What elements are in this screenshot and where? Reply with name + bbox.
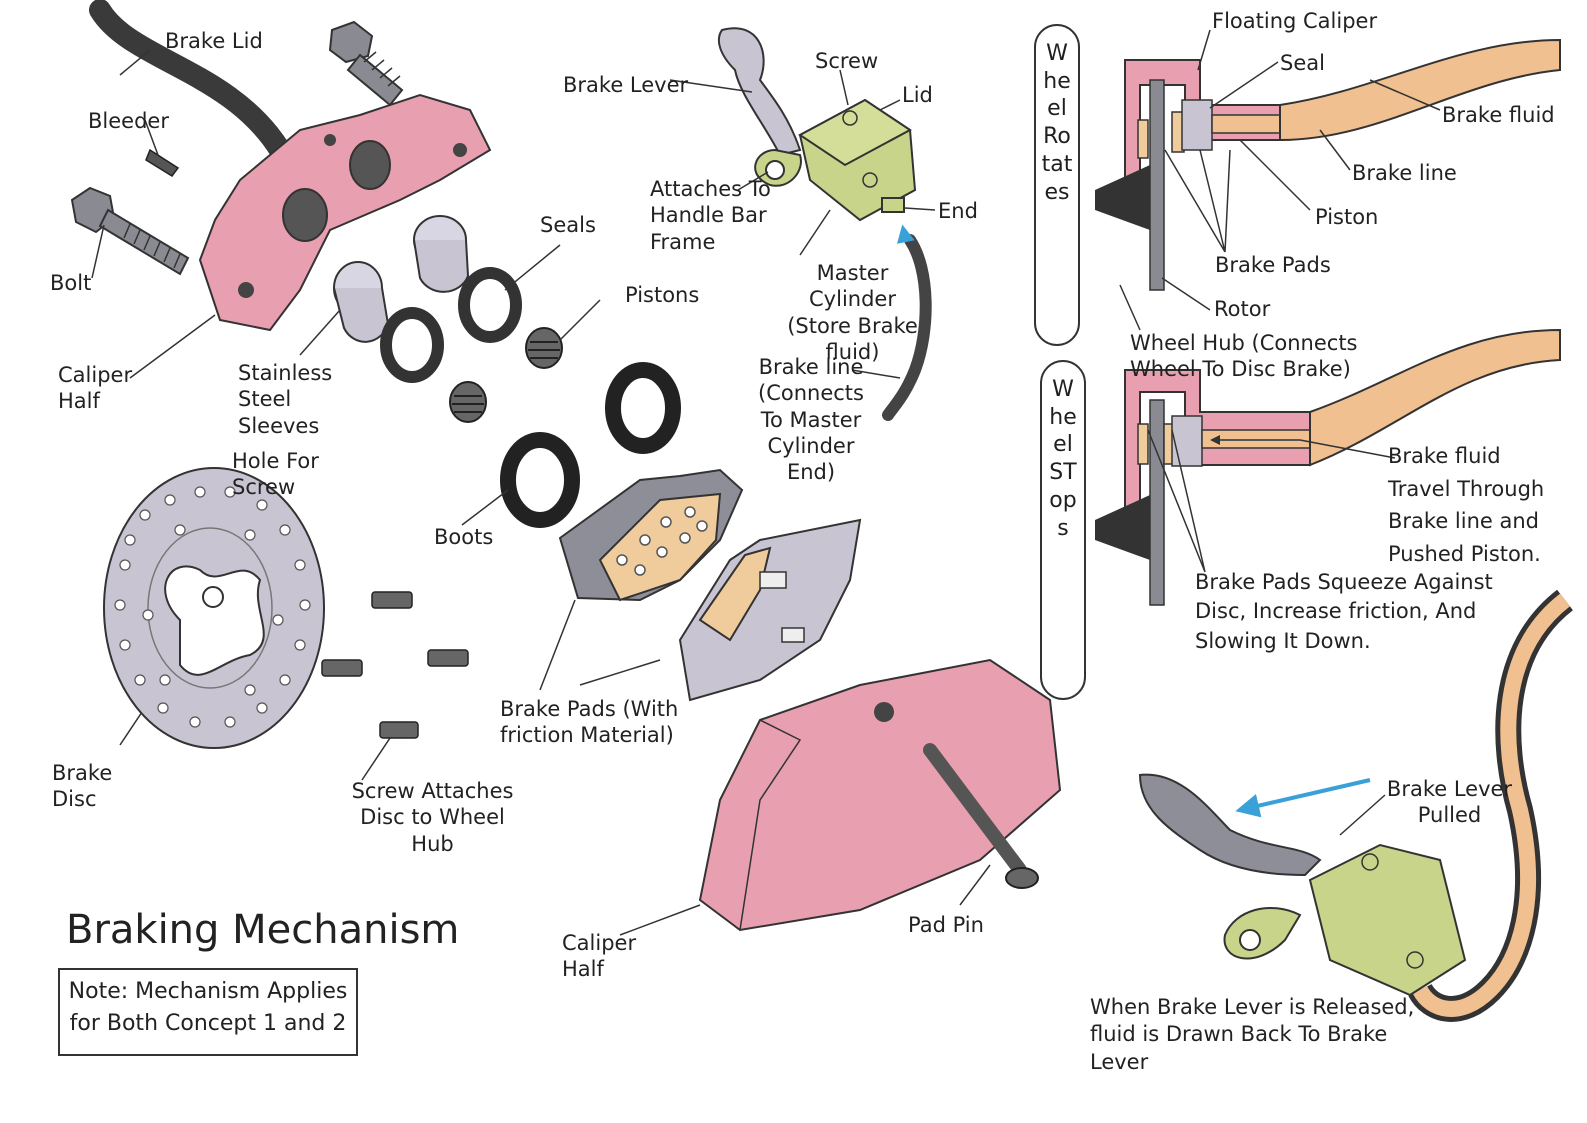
label-stainless-steel-sleeves: Stainless Steel Sleeves [238, 361, 333, 438]
label-pad-pin: Pad Pin [908, 913, 984, 937]
leader-lines-rotates [1119, 29, 1441, 331]
left-bolt [70, 186, 190, 276]
label-screw: Screw [815, 49, 879, 73]
section-stops-drawing [1095, 328, 1561, 606]
label-brake-pads-friction: Brake Pads (With friction Material) [500, 697, 679, 748]
label-pistons: Pistons [625, 283, 700, 307]
label-wheel-hub: Wheel Hub (Connects Wheel To Disc Brake) [1130, 331, 1358, 382]
brake-pad-right [678, 518, 862, 702]
top-bolt [328, 20, 404, 107]
leader-lines-lever [1339, 794, 1386, 836]
bleeder [145, 148, 180, 177]
lever-pull-drawing [1138, 589, 1574, 1022]
brake-disc [103, 467, 325, 749]
pad-pin [923, 743, 1039, 889]
caliper-half-top [198, 93, 492, 332]
label-brake-disc: Brake Disc [52, 761, 113, 812]
leader-lines-top [669, 69, 936, 379]
label-caliper-half: Caliper Half [58, 363, 133, 414]
label-wheel-rotates: Wheel Rotates [1034, 24, 1080, 346]
label-wheel-stops: Wheel STops [1040, 360, 1086, 700]
seals-rings [380, 267, 522, 383]
brake-pad-left [558, 468, 744, 602]
label-brake-lid: Brake Lid [165, 29, 263, 53]
label-caliper-half-2: Caliper Half [562, 931, 637, 982]
label-attaches-handle-bar: Attaches To Handle Bar Frame [650, 177, 771, 254]
label-floating-caliper: Floating Caliper [1212, 9, 1378, 33]
label-lid: Lid [902, 83, 933, 107]
sleeves [333, 215, 470, 343]
label-piston: Piston [1315, 205, 1379, 229]
brake-lid-hose [89, 0, 291, 161]
disc-screws [321, 591, 469, 739]
label-brake-line: Brake line [1352, 161, 1457, 185]
label-rotor: Rotor [1214, 297, 1271, 321]
label-screw-attaches: Screw Attaches Disc to Wheel Hub [351, 779, 514, 856]
label-brake-line-connects: Brake line (Connects To Master Cylinder … [758, 355, 864, 484]
leader-lines-bottom [619, 864, 991, 936]
label-bolt: Bolt [50, 271, 92, 295]
label-brake-lever: Brake Lever [563, 73, 689, 97]
label-fluid-travel-note: Brake fluid Travel Through Brake line an… [1388, 444, 1545, 566]
pistons-parts [449, 327, 563, 423]
label-brake-pads: Brake Pads [1215, 253, 1331, 277]
note-box: Note: Mechanism Applies for Both Concept… [58, 968, 358, 1056]
leader-lines-stops [1147, 429, 1396, 573]
label-brake-fluid: Brake fluid [1442, 103, 1555, 127]
caliper-half-bottom [698, 658, 1062, 932]
page-title: Braking Mechanism [66, 907, 460, 953]
section-rotates-drawing [1095, 38, 1561, 291]
label-seal: Seal [1280, 51, 1325, 75]
label-boots: Boots [434, 525, 494, 549]
label-end: End [938, 199, 978, 223]
label-lever-released-note: When Brake Lever is Released, fluid is D… [1090, 995, 1415, 1074]
label-seals: Seals [540, 213, 596, 237]
label-pads-squeeze-note: Brake Pads Squeeze Against Disc, Increas… [1195, 570, 1493, 653]
label-brake-lever-pulled: Brake Lever Pulled [1386, 777, 1513, 828]
master-cylinder-top [717, 27, 932, 421]
boots-rings [500, 362, 681, 528]
label-master-cylinder: Master Cylinder (Store Brake fluid) [787, 261, 918, 364]
label-bleeder: Bleeder [88, 109, 169, 133]
label-hole-for-screw: Hole For Screw [232, 449, 319, 500]
